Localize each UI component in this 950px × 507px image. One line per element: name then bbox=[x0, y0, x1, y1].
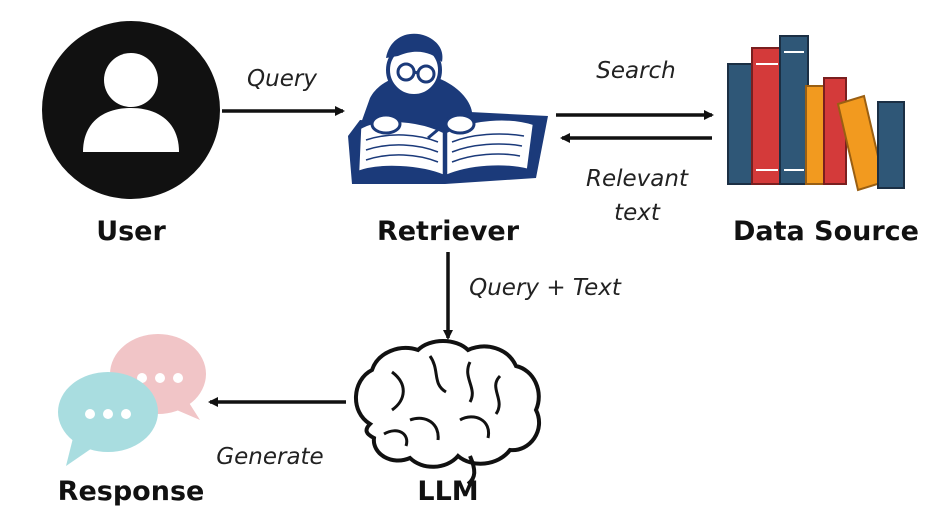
retriever-label: Retriever bbox=[377, 216, 520, 247]
search-edge-label: Search bbox=[596, 58, 676, 84]
relevant-edge-label-line2: text bbox=[614, 200, 661, 226]
relevant-edge-label-line1: Relevant bbox=[586, 166, 689, 192]
user-avatar-icon bbox=[42, 21, 220, 199]
data-source-label: Data Source bbox=[733, 216, 919, 247]
books-icon bbox=[727, 35, 905, 192]
user-label: User bbox=[96, 216, 166, 247]
response-label: Response bbox=[58, 476, 205, 507]
generate-edge-label: Generate bbox=[216, 444, 323, 470]
brain-icon bbox=[354, 339, 542, 486]
query-text-edge-label: Query + Text bbox=[469, 275, 622, 301]
reading-scholar-icon bbox=[348, 33, 548, 184]
chat-bubbles-icon bbox=[58, 334, 206, 466]
query-edge-label: Query bbox=[247, 66, 317, 92]
llm-label: LLM bbox=[417, 476, 478, 507]
